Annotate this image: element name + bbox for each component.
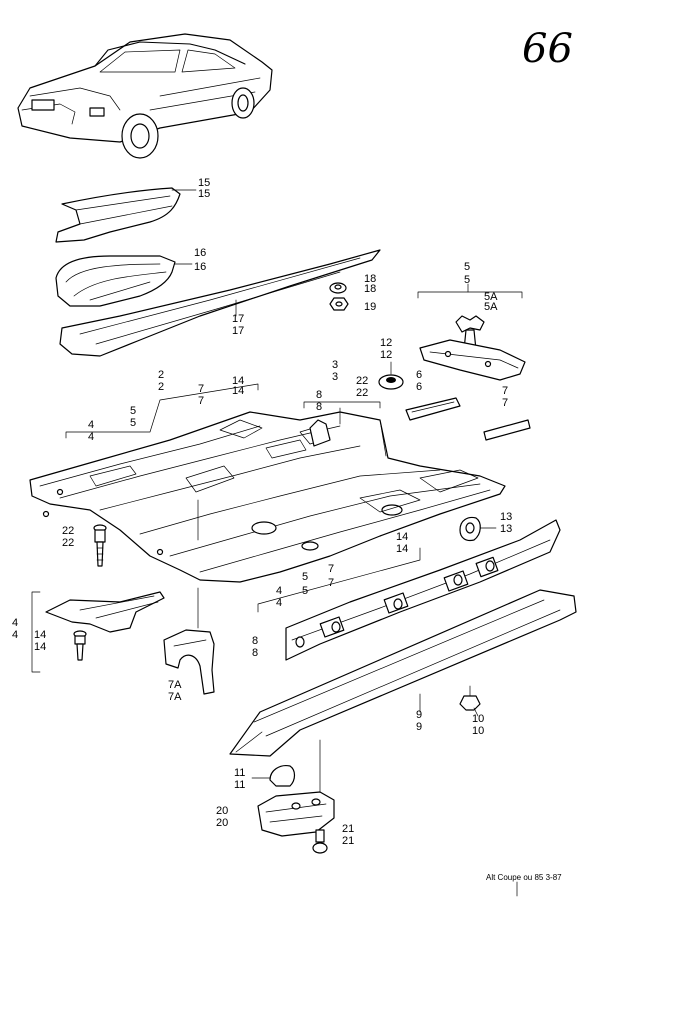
- callout-7-low-b: 7: [328, 577, 334, 589]
- callout-22-top: 22: [356, 375, 368, 387]
- part-8-inner-sill[interactable]: [285, 519, 561, 661]
- callout-4-side: 4: [12, 617, 18, 629]
- callout-22-top-b: 22: [356, 387, 368, 399]
- part-13[interactable]: [459, 516, 481, 542]
- callout-2-b: 2: [158, 381, 164, 393]
- callout-7-low: 7: [328, 563, 334, 575]
- callout-20-b: 20: [216, 817, 228, 829]
- callout-5-top-b: 5: [464, 274, 470, 286]
- part-15[interactable]: [55, 187, 181, 243]
- part-10-clip[interactable]: [459, 685, 481, 711]
- callout-4-low-b: 4: [276, 597, 282, 609]
- callout-12: 12: [380, 337, 392, 349]
- part-19[interactable]: [329, 297, 349, 311]
- callout-8-left-b: 8: [252, 647, 258, 659]
- callout-17-b: 17: [232, 325, 244, 337]
- part-7a[interactable]: [163, 629, 215, 695]
- callout-15-b: 15: [198, 188, 210, 200]
- callout-17: 17: [232, 313, 244, 325]
- callout-4-left: 4: [88, 419, 94, 431]
- callout-3-b: 3: [332, 371, 338, 383]
- callout-12-b: 12: [380, 349, 392, 361]
- callout-8-left: 8: [252, 635, 258, 647]
- callout-13-b: 13: [500, 523, 512, 535]
- part-11-cap[interactable]: [269, 765, 296, 787]
- callout-14-mid-b: 14: [396, 543, 408, 555]
- callout-9: 9: [416, 709, 422, 721]
- callout-18: 18: [364, 273, 376, 285]
- callout-4-side-b: 4: [12, 629, 18, 641]
- callout-14-side-b: 14: [34, 641, 46, 653]
- callout-5-left: 5: [130, 405, 136, 417]
- callout-16-b: 16: [194, 261, 206, 273]
- callout-5-left-b: 5: [130, 417, 136, 429]
- callout-10: 10: [472, 713, 484, 725]
- part-4-bracket[interactable]: [45, 591, 165, 633]
- part-2-floor-pan[interactable]: [29, 411, 506, 583]
- car-illustration: [17, 33, 273, 159]
- callout-2: 2: [158, 369, 164, 381]
- part-22-bolt[interactable]: [93, 524, 107, 567]
- callout-5a: 5A: [484, 291, 498, 303]
- callout-7a: 7A: [168, 679, 182, 691]
- callout-7-mid: 7: [198, 383, 204, 395]
- part-16[interactable]: [55, 255, 176, 307]
- callout-8-top: 8: [316, 389, 322, 401]
- callout-14-side: 14: [34, 629, 46, 641]
- callout-3: 3: [332, 359, 338, 371]
- callout-7-mid-b: 7: [198, 395, 204, 407]
- callout-22: 22: [62, 525, 74, 537]
- callout-6-b: 6: [416, 381, 422, 393]
- part-20-block[interactable]: [257, 791, 335, 837]
- callout-14-mid: 14: [396, 531, 408, 543]
- part-5-bracket[interactable]: [419, 339, 526, 381]
- callout-10-b: 10: [472, 725, 484, 737]
- part-17[interactable]: [59, 249, 381, 357]
- part-14-bolt[interactable]: [73, 630, 87, 661]
- callout-8-top-b: 8: [316, 401, 322, 413]
- callout-22-b: 22: [62, 537, 74, 549]
- callout-18-b: 18: [364, 283, 376, 295]
- callout-13: 13: [500, 511, 512, 523]
- part-18[interactable]: [329, 282, 347, 294]
- callout-5-top: 5: [464, 261, 470, 273]
- callout-5-low: 5: [302, 571, 308, 583]
- callout-5a-b: 5A: [484, 301, 498, 313]
- part-21-screw[interactable]: [312, 829, 328, 854]
- part-12[interactable]: [378, 374, 404, 390]
- page-number: 66: [522, 26, 573, 72]
- part-7-right[interactable]: [483, 419, 531, 441]
- callout-11: 11: [234, 767, 245, 779]
- callout-15: 15: [198, 177, 210, 189]
- callout-21-b: 21: [342, 835, 354, 847]
- callout-7a-b: 7A: [168, 691, 182, 703]
- callout-19: 19: [364, 301, 376, 313]
- callout-20: 20: [216, 805, 228, 817]
- callout-4-low: 4: [276, 585, 282, 597]
- callout-11-b: 11: [234, 779, 245, 791]
- callout-4-left-b: 4: [88, 431, 94, 443]
- callout-21: 21: [342, 823, 354, 835]
- callout-16: 16: [194, 247, 206, 259]
- callout-9-b: 9: [416, 721, 422, 733]
- callout-6: 6: [416, 369, 422, 381]
- footer-reference: Alt Coupe ou 85 3-87: [486, 873, 562, 882]
- part-9-outer-sill[interactable]: [229, 589, 577, 757]
- callout-14-top: 14: [232, 375, 244, 387]
- part-6[interactable]: [405, 397, 461, 421]
- callout-7-right-b: 7: [502, 397, 508, 409]
- callout-7-right: 7: [502, 385, 508, 397]
